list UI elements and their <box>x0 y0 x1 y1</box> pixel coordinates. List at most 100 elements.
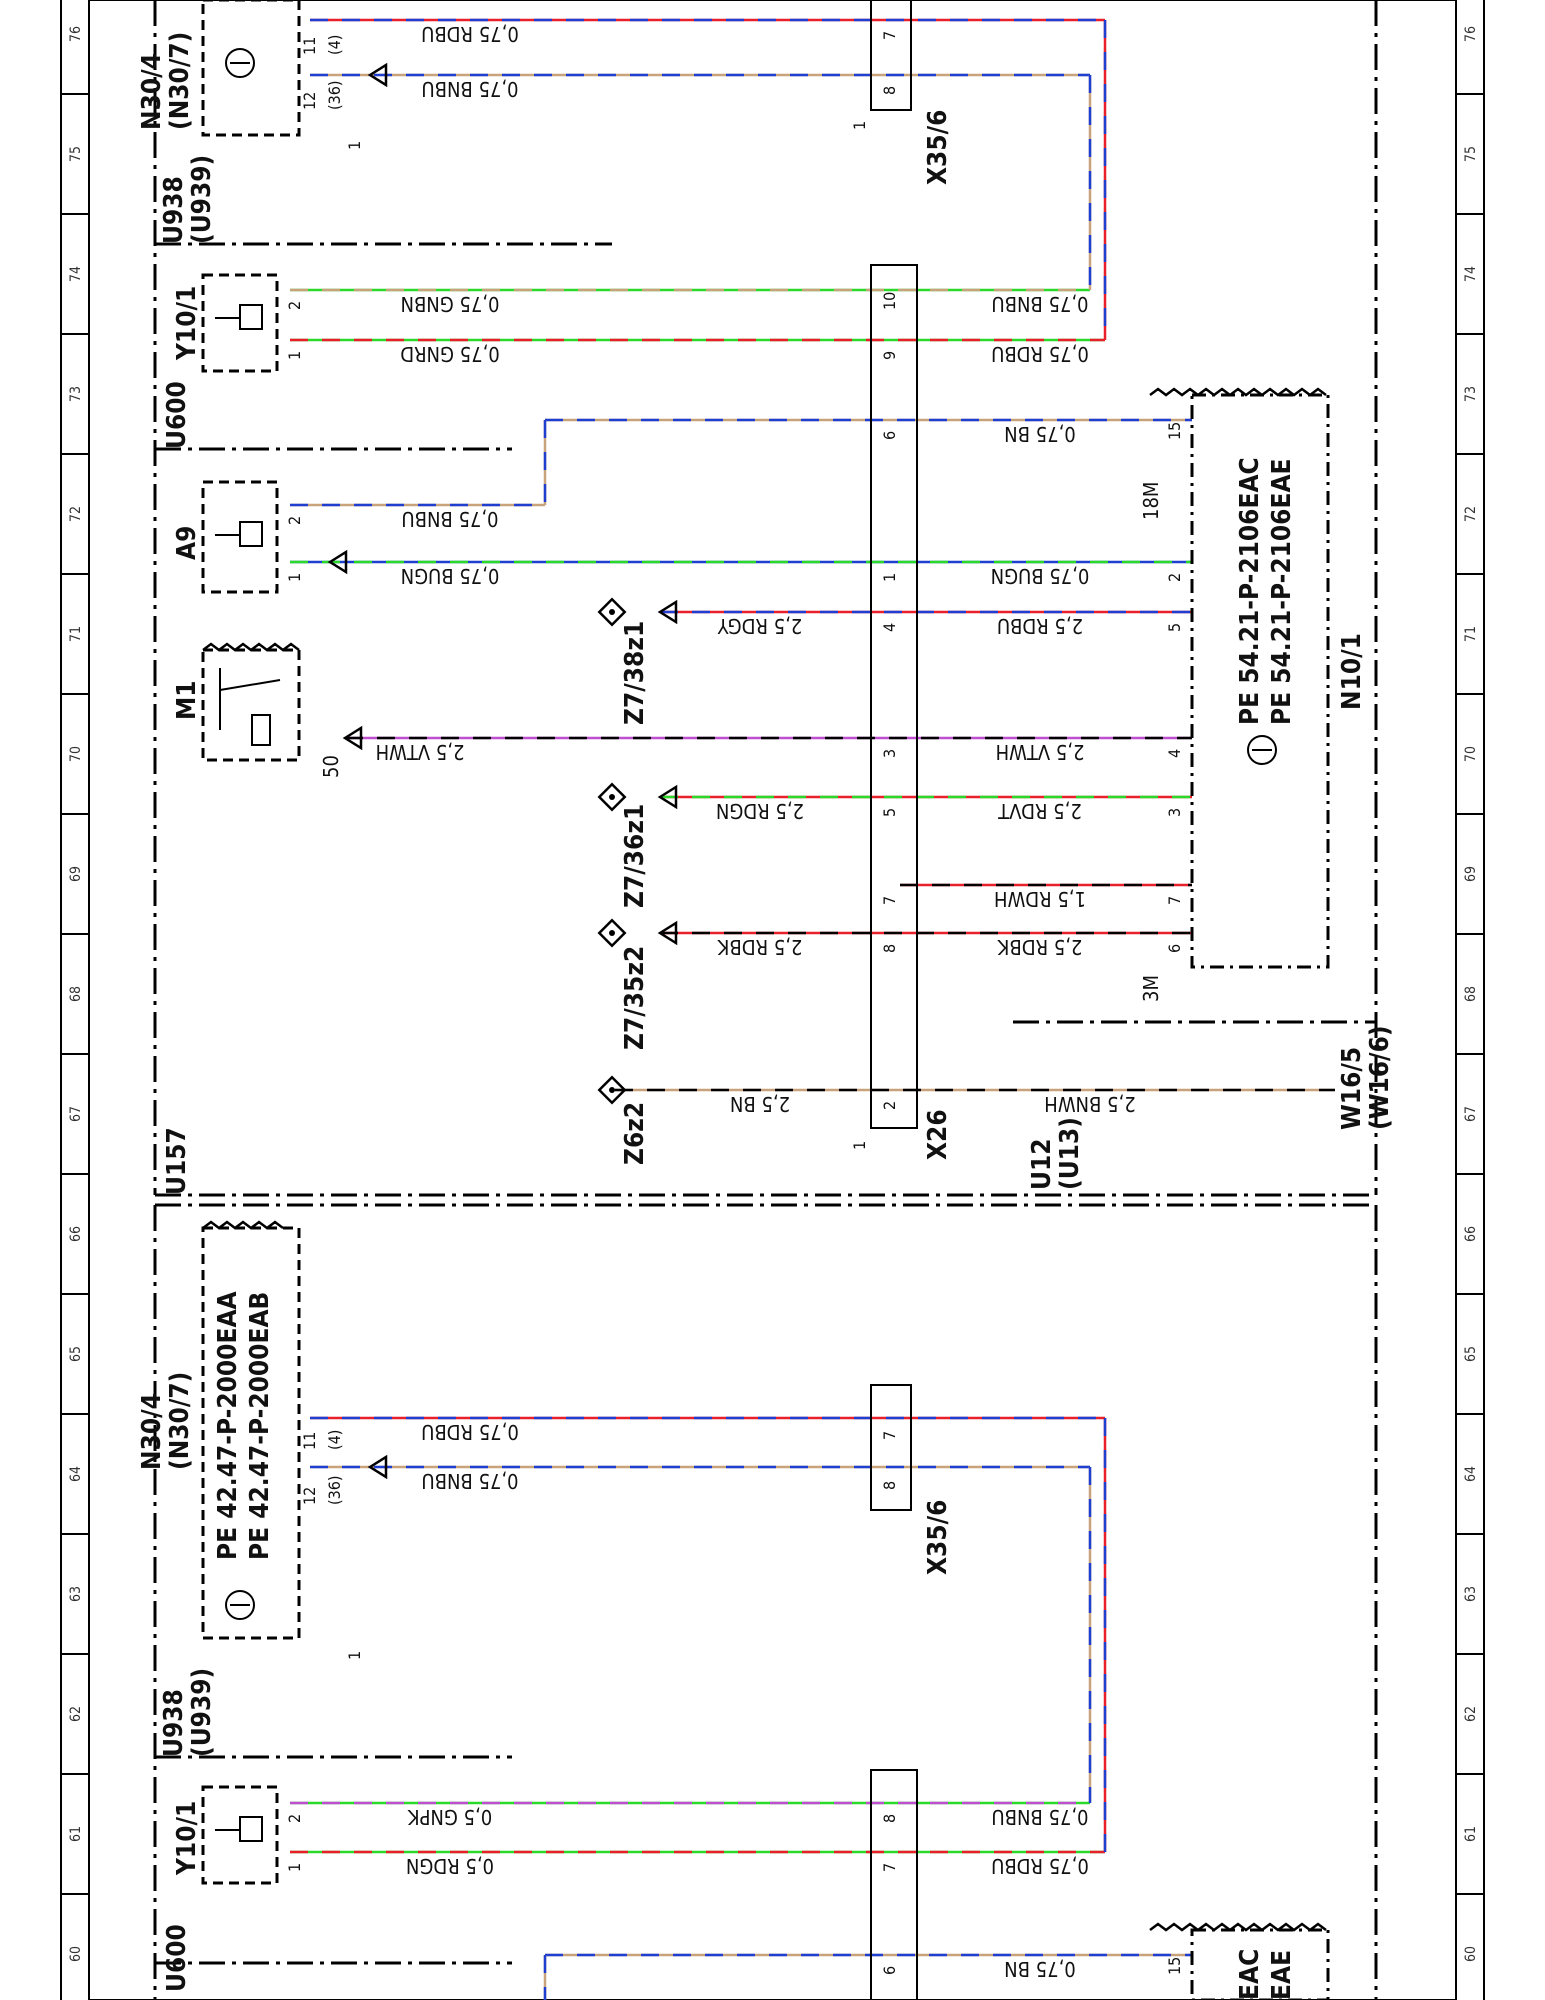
wire-label: 0,75 BN <box>1004 1957 1076 1981</box>
grid-number: 71 <box>68 626 84 642</box>
grid-number: 70 <box>68 746 84 762</box>
pin-label: 7 <box>880 896 899 905</box>
pin-label: 1 <box>850 121 869 130</box>
grid-number: 67 <box>68 1106 84 1122</box>
connector-blocks <box>870 0 918 2000</box>
arrow-icon <box>367 1454 388 1480</box>
wire-label: 2,5 BN <box>730 1092 790 1116</box>
grid-number: 73 <box>68 386 84 402</box>
pin-label: 12 <box>300 1487 319 1505</box>
pin-label: 5 <box>880 808 899 817</box>
pin-labels: 11(4)12(36)17812110961435782121152543761… <box>285 31 1184 1975</box>
wire-label: 0,75 RDBU <box>991 342 1089 366</box>
grid-number: 60 <box>1463 1946 1479 1962</box>
wire-label: 1,5 RDWH <box>994 887 1086 911</box>
wire-label: 0,75 BNBU <box>421 1469 518 1493</box>
grid-number: 68 <box>1463 986 1479 1002</box>
grid-number: 72 <box>68 506 84 522</box>
grid-number: 64 <box>68 1466 84 1482</box>
grid-frame <box>60 0 1485 2000</box>
grid-number: 66 <box>1463 1226 1479 1242</box>
transistor-icon <box>225 48 1277 1620</box>
n30-4-bottom-ref1: PE 42.47-P-2000EAA <box>213 1291 243 1560</box>
pin-label: 1 <box>850 1141 869 1150</box>
x-bottom-connector <box>870 1769 918 2000</box>
wire-label: 0,75 RDBU <box>421 22 519 46</box>
ground-icon <box>597 1075 627 1105</box>
pin-label: 15 <box>1165 1957 1184 1975</box>
grid-number: 67 <box>1463 1106 1479 1122</box>
pin-label: 1 <box>345 141 364 150</box>
a9-box <box>201 480 279 594</box>
svg-text:(U13): (U13) <box>1055 1117 1085 1190</box>
svg-text:(N30/7): (N30/7) <box>165 1372 195 1470</box>
starter-motor-icon <box>219 668 281 746</box>
grid-number: 65 <box>1463 1346 1479 1362</box>
pin-label: 1 <box>880 573 899 582</box>
grid-number: 64 <box>1463 1466 1479 1482</box>
wire-label: 2,5 RDBK <box>996 935 1082 959</box>
arrow-icon <box>367 62 388 88</box>
ground-dot <box>609 794 615 800</box>
pin-label: 6 <box>1165 944 1184 953</box>
zone-lines <box>153 0 1378 2000</box>
n10-1-3m: 3M <box>1139 975 1163 1002</box>
pin-label: 2 <box>285 516 304 525</box>
y10-1-top-box <box>201 273 279 373</box>
pin-label: (4) <box>325 35 344 55</box>
ground-dot <box>609 930 615 936</box>
pin-label: 7 <box>1165 896 1184 905</box>
n30-4-bottom-ref2: PE 42.47-P-2000EAB <box>245 1292 275 1560</box>
relay-icon <box>215 521 263 547</box>
pin-label: 7 <box>880 31 899 40</box>
ground-icon <box>597 782 627 812</box>
pin-label: (36) <box>325 80 344 110</box>
z7-35z2-label: Z7/35z2 <box>620 946 650 1050</box>
pin-label: 2 <box>285 1814 304 1823</box>
n30-4-top-label: N30/4(N30/7) <box>137 32 195 130</box>
ground-dot <box>609 609 615 615</box>
grid-number: 66 <box>68 1226 84 1242</box>
wire-label: 2,5 VTWH <box>376 740 465 764</box>
pin-label: 8 <box>880 1814 899 1823</box>
zone-u938-top: U938(U939) <box>159 155 217 244</box>
wire-label: 2,5 VTWH <box>996 740 1085 764</box>
wire-labels: 0,75 RDBU 0,75 BNBU 0,75 BNBU 0,75 RDBU 0,75… <box>376 22 1136 1981</box>
x35-6-bottom-label: X35/6 <box>923 1500 953 1575</box>
zone-u938-bottom: U938(U939) <box>159 1668 217 1757</box>
wire-label: 0,75 BNBU <box>991 1805 1088 1829</box>
pin-label: 1 <box>285 1863 304 1872</box>
grid-number: 76 <box>1463 26 1479 42</box>
pin-label: 2 <box>285 301 304 310</box>
x35-6-top-label: X35/6 <box>923 110 953 185</box>
z6z2-label: Z6z2 <box>620 1102 650 1165</box>
a9-label: A9 <box>172 526 202 560</box>
grid-ticks <box>61 93 1484 1895</box>
x35-6-bottom-connector <box>870 1384 912 1511</box>
pin-label: 15 <box>1165 422 1184 440</box>
grid-number: 76 <box>68 26 84 42</box>
pin-label: 8 <box>880 944 899 953</box>
wire-label: 0,75 BNBU <box>401 507 498 531</box>
svg-text:(U939): (U939) <box>187 155 217 244</box>
n10-1-bottom-eac: EAC <box>1235 1949 1265 2000</box>
pin-label: 11 <box>300 1432 319 1450</box>
pin-label: 8 <box>880 86 899 95</box>
n10-1-bottom-eae: EAE <box>1267 1950 1297 2000</box>
x26-label: X26 <box>923 1109 953 1160</box>
grid-number: 71 <box>1463 626 1479 642</box>
grid-number: 69 <box>68 866 84 882</box>
pin-label: 7 <box>880 1431 899 1440</box>
wire-label: 0,75 BN <box>1004 422 1076 446</box>
wire-label: 0,5 RDGN <box>406 1854 494 1878</box>
grid-number: 74 <box>1463 266 1479 282</box>
grid-number: 63 <box>1463 1586 1479 1602</box>
pin-label: 7 <box>880 1863 899 1872</box>
wire-label: 0,75 RDBU <box>421 1420 519 1444</box>
n10-1-18m: 18M <box>1139 482 1163 520</box>
grid-number: 68 <box>68 986 84 1002</box>
pin-label: 3 <box>880 749 899 758</box>
solenoid-valve-icon <box>215 304 263 1842</box>
svg-text:W16/5: W16/5 <box>1337 1047 1367 1130</box>
zone-u157: U157 <box>162 1127 192 1195</box>
